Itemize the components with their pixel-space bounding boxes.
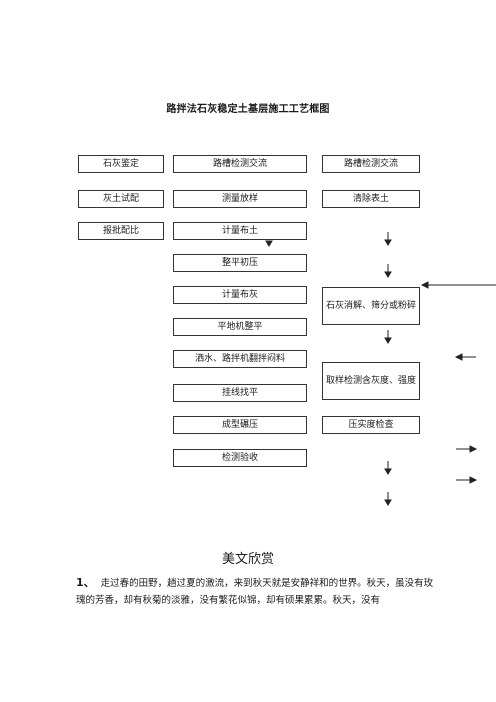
box-sampling-lime-content: 取样检测含灰度、强度 bbox=[322, 362, 420, 400]
box-inspection-acceptance: 检测验收 bbox=[173, 449, 307, 467]
section-title: 美文欣赏 bbox=[221, 552, 274, 567]
box-line-leveling: 挂线找平 bbox=[173, 384, 307, 402]
paragraph-number: 1、 bbox=[76, 576, 95, 589]
box-submit-mix-ratio: 报批配比 bbox=[78, 222, 164, 240]
box-lime-appraisal: 石灰鉴定 bbox=[78, 155, 164, 173]
box-lime-soil-trial-mix: 灰土试配 bbox=[78, 190, 164, 208]
box-subgrade-inspection: 路槽检测交流 bbox=[173, 155, 307, 173]
box-forming-rolling: 成型碾压 bbox=[173, 416, 307, 434]
box-survey-staking: 测量放样 bbox=[173, 190, 307, 208]
box-compaction-check: 压实度检查 bbox=[322, 416, 420, 434]
box-lime-slaking-sieving: 石灰消解、筛分或粉碎 bbox=[322, 287, 420, 325]
box-grader-leveling: 平地机整平 bbox=[173, 318, 307, 336]
box-remove-topsoil: 清除表土 bbox=[322, 190, 420, 208]
essay-paragraph: 1、走过春的田野，趟过夏的激流，来到秋天就是安静祥和的世界。秋天，虽没有玫瑰的芳… bbox=[76, 574, 436, 609]
box-watering-road-mixing: 洒水、路拌机翻拌闷料 bbox=[173, 350, 307, 368]
box-right-subgrade-inspection: 路槽检测交流 bbox=[322, 155, 420, 173]
arrow-down-middle bbox=[265, 240, 273, 247]
box-leveling-initial-compaction: 整平初压 bbox=[173, 254, 307, 272]
box-metered-lime-spreading: 计量布灰 bbox=[173, 286, 307, 304]
box-metered-soil-spreading: 计量布土 bbox=[173, 222, 307, 240]
diagram-title: 路拌法石灰稳定土基层施工工艺框图 bbox=[166, 104, 330, 115]
paragraph-text: 走过春的田野，趟过夏的激流，来到秋天就是安静祥和的世界。秋天，虽没有玫瑰的芳香，… bbox=[76, 578, 434, 606]
